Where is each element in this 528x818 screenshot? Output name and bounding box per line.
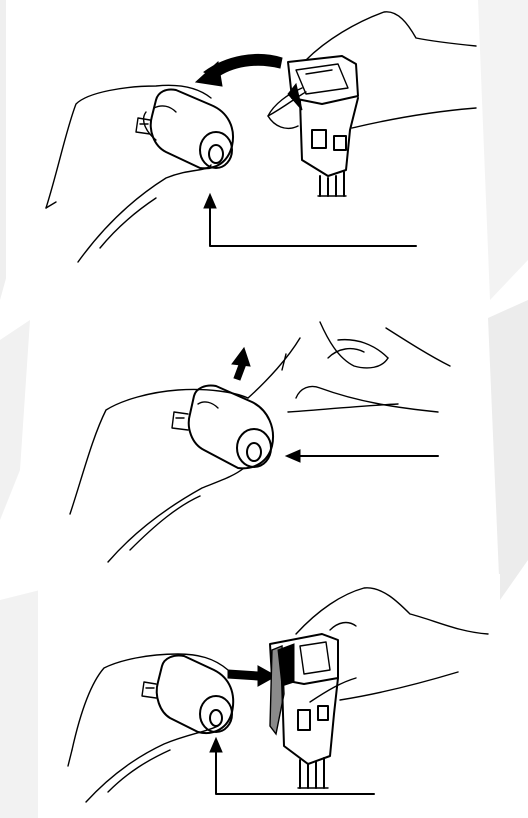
cartridge-icon [136, 89, 233, 168]
hand-icon [296, 588, 488, 702]
hand-icon [70, 338, 300, 562]
step-2-illustration [38, 318, 488, 570]
cartridge-icon [142, 655, 233, 733]
holder-icon [270, 634, 338, 788]
hand-icon [68, 654, 228, 802]
step-1-illustration [6, 0, 478, 318]
step-3-illustration [38, 574, 500, 818]
step-2-panel [38, 318, 488, 570]
curved-arrow-icon [196, 54, 282, 86]
cartridge-icon [172, 385, 273, 468]
hand-icon [288, 322, 450, 412]
curved-arrow-icon [228, 666, 276, 686]
pointer-arrow-icon [210, 738, 374, 794]
step-3-panel [38, 574, 500, 818]
step-1-panel [6, 0, 478, 318]
pointer-arrow-icon [286, 450, 438, 462]
hand-icon [46, 85, 211, 262]
pointer-arrow-icon [204, 194, 416, 246]
curved-arrow-icon [232, 348, 250, 380]
